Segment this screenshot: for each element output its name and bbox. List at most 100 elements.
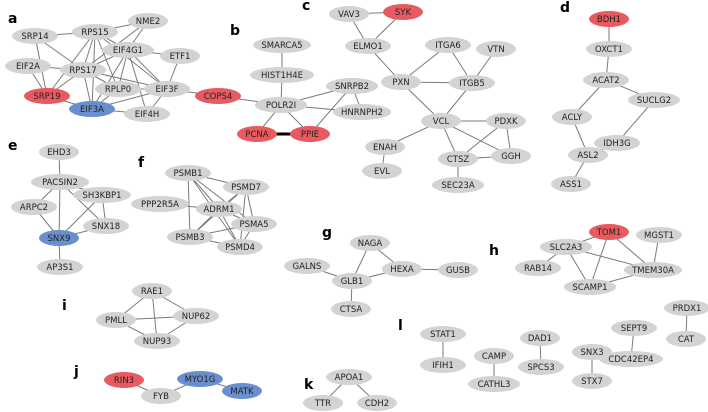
- node-eif4h: EIF4H: [124, 106, 170, 122]
- node-ctsz: CTSZ: [438, 151, 478, 167]
- node-eif2a: EIF2A: [5, 58, 51, 74]
- node-label: PSMB1: [173, 169, 202, 179]
- node-hist1h4e: HIST1H4E: [250, 67, 314, 83]
- node-cdh2: CDH2: [357, 395, 397, 411]
- node-label: PACSIN2: [42, 178, 78, 188]
- node-label: ETF1: [170, 52, 191, 62]
- node-shape: [12, 28, 58, 44]
- node-label: EVL: [374, 167, 390, 177]
- node-label: ITGA6: [435, 41, 461, 51]
- node-label: SNX3: [581, 348, 604, 358]
- node-shape: [69, 101, 115, 117]
- node-gusb: GUSB: [438, 262, 478, 278]
- node-shape: [599, 351, 663, 367]
- node-label: POLR2I: [266, 101, 296, 111]
- node-glb1: GLB1: [332, 273, 372, 289]
- node-shape: [628, 92, 680, 108]
- node-label: RAE1: [141, 287, 163, 297]
- node-label: SNX9: [48, 234, 71, 244]
- node-shape: [586, 41, 632, 57]
- node-srp14: SRP14: [12, 28, 58, 44]
- panel-label-l: l: [398, 318, 403, 334]
- node-matk: MATK: [222, 383, 262, 399]
- node-label: BDH1: [597, 15, 621, 25]
- panel-label-e: e: [8, 138, 18, 154]
- node-label: ADRM1: [203, 205, 234, 215]
- panel-label-d: d: [560, 0, 570, 16]
- node-label: PPP2R5A: [141, 200, 179, 210]
- node-shape: [468, 376, 520, 392]
- node-label: SLC2A3: [550, 243, 583, 253]
- node-label: IFIH1: [432, 361, 454, 371]
- node-shape: [476, 41, 516, 57]
- node-shape: [611, 320, 657, 336]
- node-itgb5: ITGB5: [449, 75, 495, 91]
- node-label: CATHL3: [478, 380, 511, 390]
- node-label: FYB: [153, 392, 169, 402]
- node-label: ASL2: [577, 151, 598, 161]
- node-snrpb2: SNRPB2: [326, 78, 378, 94]
- node-shape: [24, 88, 70, 104]
- panel-label-f: f: [138, 155, 145, 171]
- node-pacsin2: PACSIN2: [31, 174, 89, 190]
- node-mgst1: MGST1: [636, 227, 682, 243]
- node-shape: [31, 174, 89, 190]
- node-shape: [102, 42, 154, 58]
- node-eif3a: EIF3A: [69, 101, 115, 117]
- node-label: RPS17: [69, 66, 96, 76]
- node-eif4g1: EIF4G1: [102, 42, 154, 58]
- node-stat1: STAT1: [420, 326, 466, 342]
- node-acat2: ACAT2: [583, 72, 629, 88]
- node-shape: [332, 273, 372, 289]
- node-shape: [636, 227, 682, 243]
- node-shape: [231, 216, 277, 232]
- node-shape: [39, 230, 79, 246]
- node-shape: [284, 258, 330, 274]
- node-shape: [568, 147, 608, 163]
- node-galns: GALNS: [284, 258, 330, 274]
- node-shape: [132, 283, 172, 299]
- node-shape: [128, 13, 168, 29]
- node-acly: ACLY: [552, 109, 592, 125]
- node-shape: [540, 239, 592, 255]
- node-spcs3: SPCS3: [518, 359, 564, 375]
- node-shape: [552, 109, 592, 125]
- node-label: APOA1: [335, 373, 364, 383]
- node-shape: [223, 179, 269, 195]
- node-label: ACLY: [562, 113, 583, 123]
- node-label: EIF3F: [155, 85, 178, 95]
- node-camp: CAMP: [474, 348, 514, 364]
- node-shape: [350, 235, 390, 251]
- node-label: SNRPB2: [335, 82, 369, 92]
- node-shape: [425, 37, 471, 53]
- node-label: SH3KBP1: [82, 191, 121, 201]
- node-label: VAV3: [338, 10, 360, 20]
- node-label: SCAMP1: [572, 283, 607, 293]
- node-psmb3: PSMB3: [167, 229, 213, 245]
- panel-label-c: c: [302, 0, 310, 14]
- node-shape: [420, 357, 466, 373]
- node-shape: [104, 372, 144, 388]
- node-shape: [237, 126, 277, 142]
- node-shape: [583, 72, 629, 88]
- node-psma5: PSMA5: [231, 216, 277, 232]
- node-ifih1: IFIH1: [420, 357, 466, 373]
- node-shape: [37, 259, 83, 275]
- node-nme2: NME2: [128, 13, 168, 29]
- node-enah: ENAH: [365, 139, 405, 155]
- node-shape: [131, 196, 189, 212]
- node-snx3: SNX3: [572, 344, 612, 360]
- node-label: CAMP: [482, 352, 506, 362]
- node-label: EIF2A: [16, 62, 40, 72]
- edge-psmb1-psmb3: [187, 172, 191, 238]
- node-asl2: ASL2: [568, 147, 608, 163]
- node-eif3f: EIF3F: [144, 81, 190, 97]
- node-dad1: DAD1: [520, 330, 560, 346]
- node-elmo1: ELMO1: [345, 38, 391, 54]
- node-label: MGST1: [644, 231, 674, 241]
- node-shape: [518, 359, 564, 375]
- node-myo1g: MYO1G: [177, 371, 223, 387]
- node-shape: [326, 369, 372, 385]
